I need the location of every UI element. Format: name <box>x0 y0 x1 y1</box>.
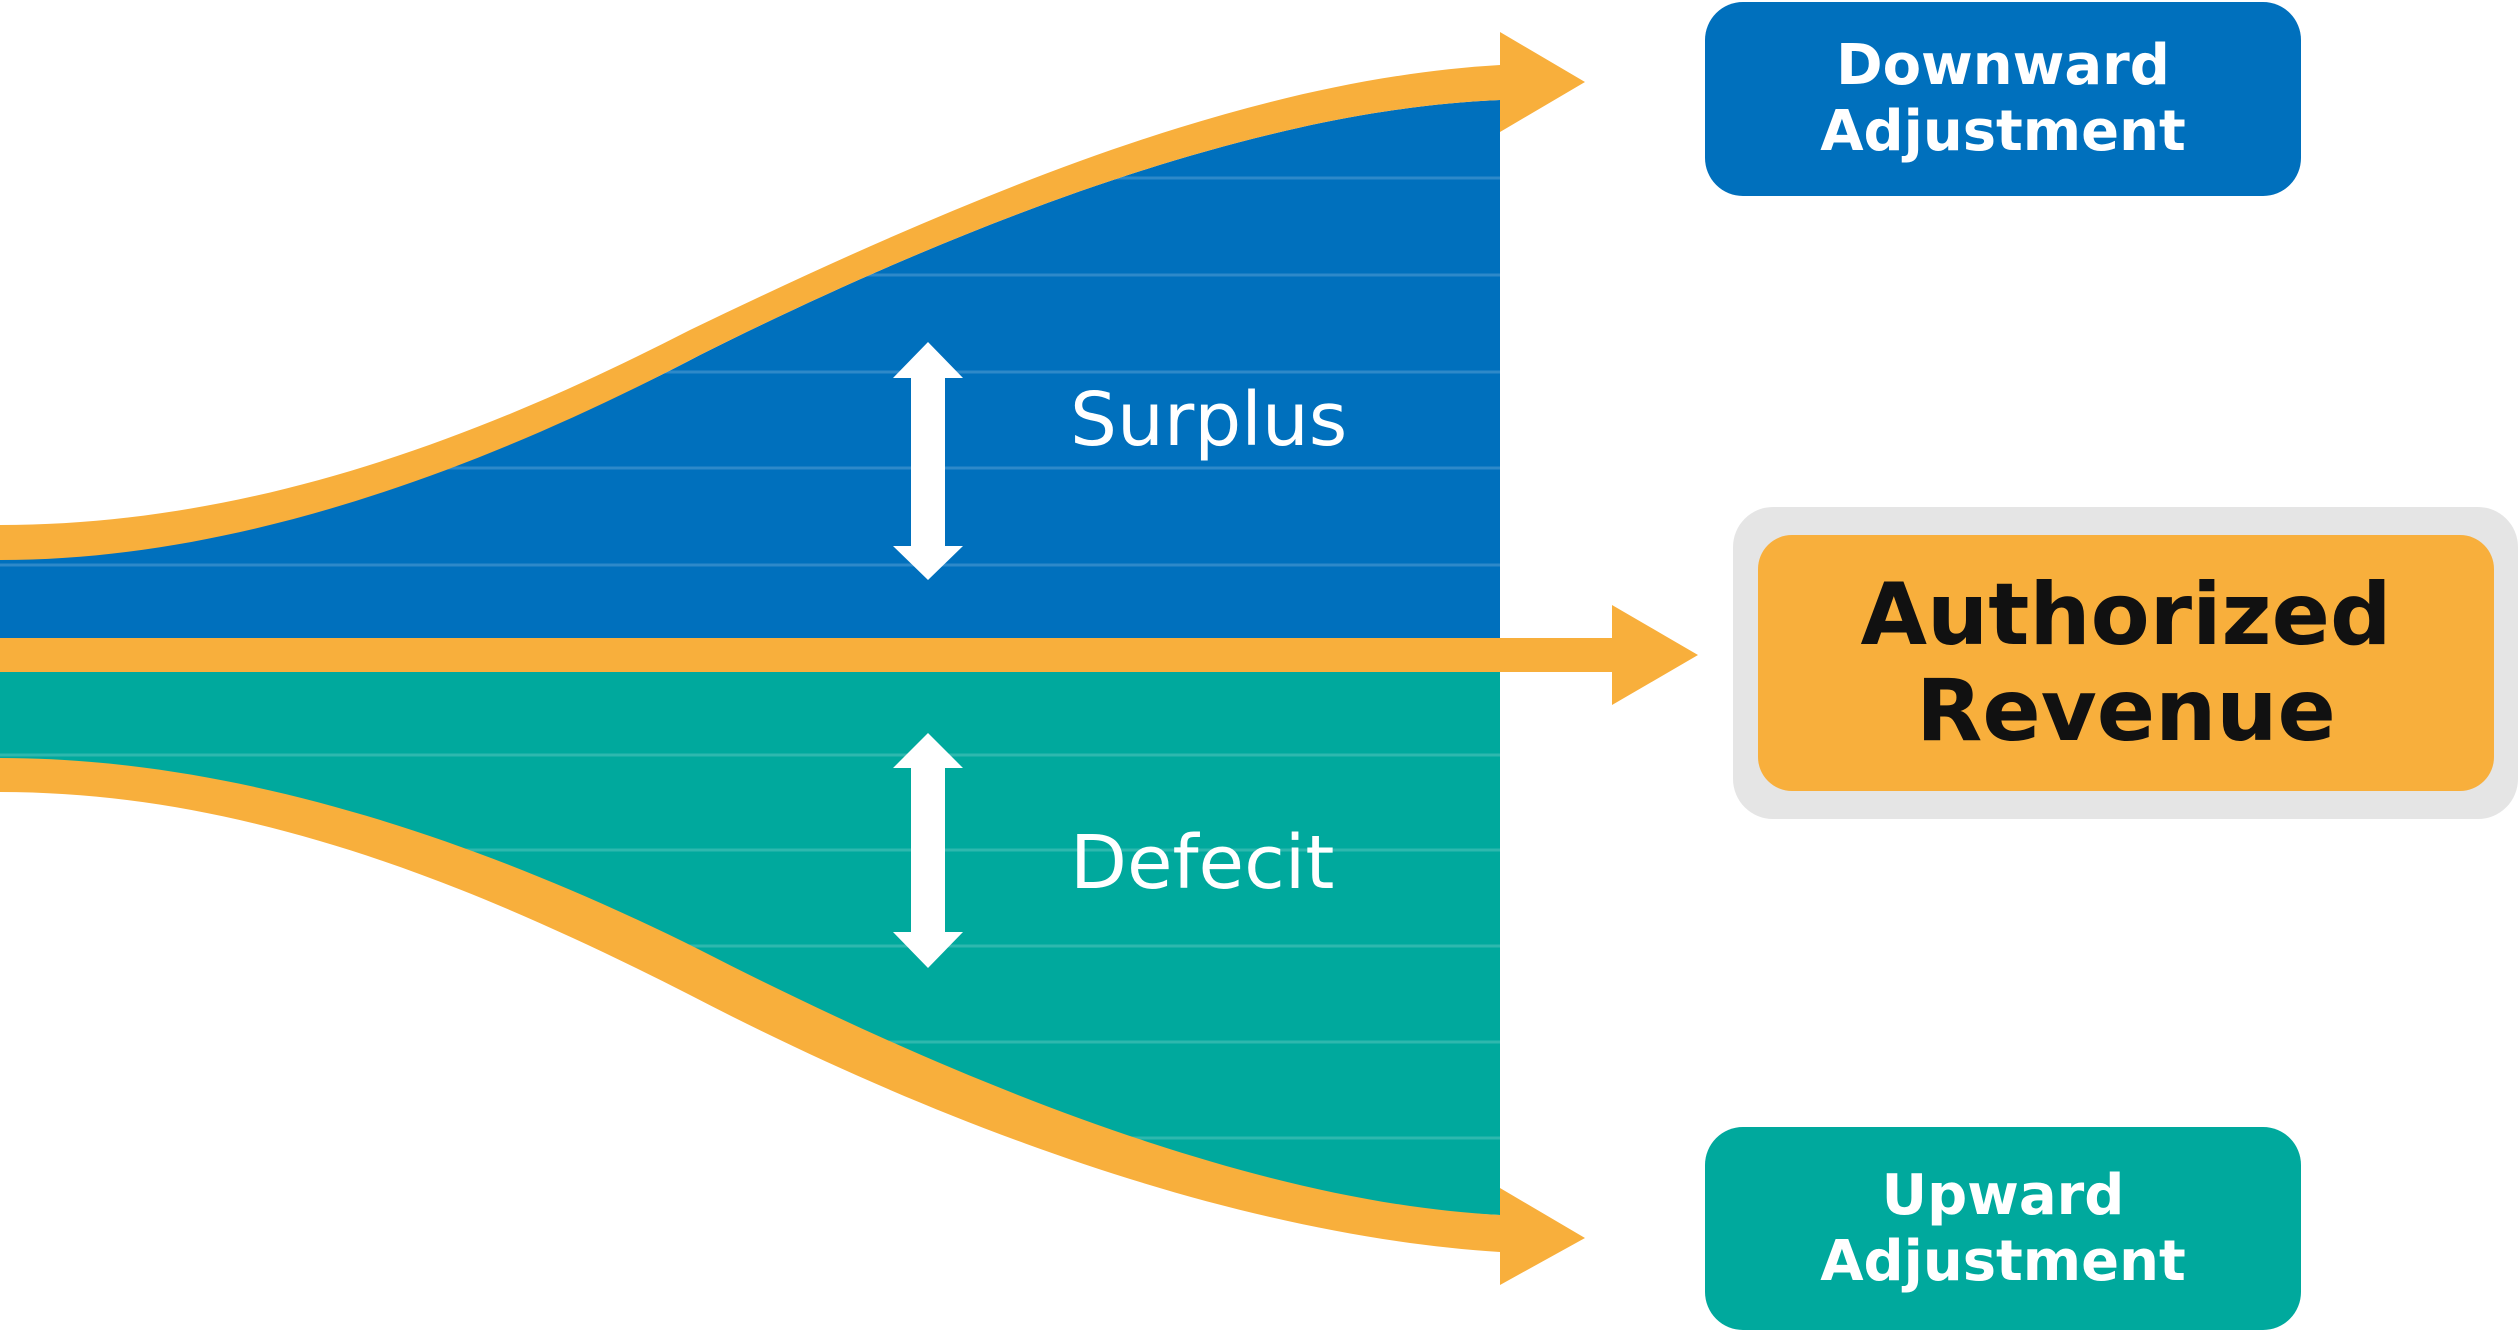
surplus-range-arrow-icon <box>893 342 963 580</box>
bottom-flow-arrow <box>0 758 1585 1285</box>
downward-adjustment-box: Downward Adjustment <box>1705 2 2301 196</box>
upward-adjustment-box: Upward Adjustment <box>1705 1127 2301 1330</box>
downward-adjustment-line1: Downward <box>1836 33 2170 98</box>
surplus-band <box>0 100 1500 638</box>
surplus-label: Surplus <box>1070 377 1347 463</box>
downward-adjustment-line2: Adjustment <box>1820 99 2186 164</box>
upward-adjustment-line1: Upward <box>1881 1162 2125 1228</box>
deficit-band <box>0 672 1500 1215</box>
upward-adjustment-line2: Adjustment <box>1820 1228 2186 1294</box>
top-flow-arrow <box>0 32 1585 560</box>
deficit-range-arrow-icon <box>893 733 963 968</box>
deficit-label: Defecit <box>1070 820 1334 906</box>
middle-flow-arrow <box>0 605 1698 705</box>
authorized-revenue-box: Authorized Revenue <box>1758 535 2494 791</box>
authorized-revenue-line2: Revenue <box>1916 661 2336 761</box>
authorized-revenue-line1: Authorized <box>1860 565 2392 665</box>
